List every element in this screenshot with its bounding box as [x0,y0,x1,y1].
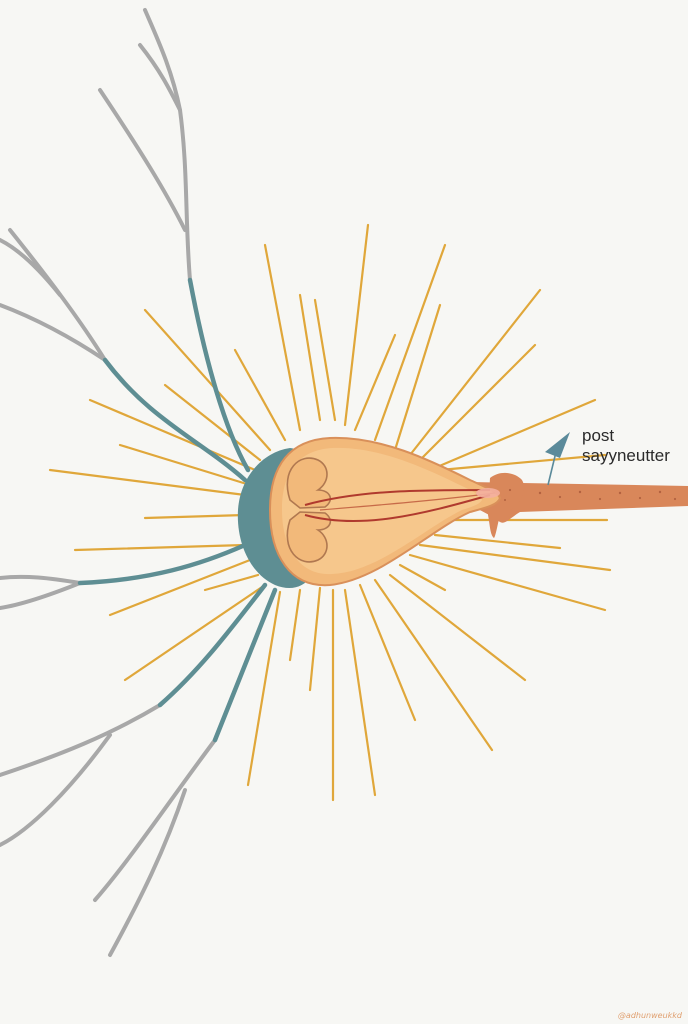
annotation-label-line2: sayyneutter [582,446,670,465]
label-arrow-icon [545,432,570,486]
annotation-label-line1: post [582,426,615,445]
dendrites-gray [0,8,217,957]
axon [470,472,688,538]
cell-body-orange [268,436,502,587]
watermark-text: @adhunweukkd [617,1011,682,1020]
dendrites-teal [77,277,278,743]
radiating-rays [48,223,612,802]
